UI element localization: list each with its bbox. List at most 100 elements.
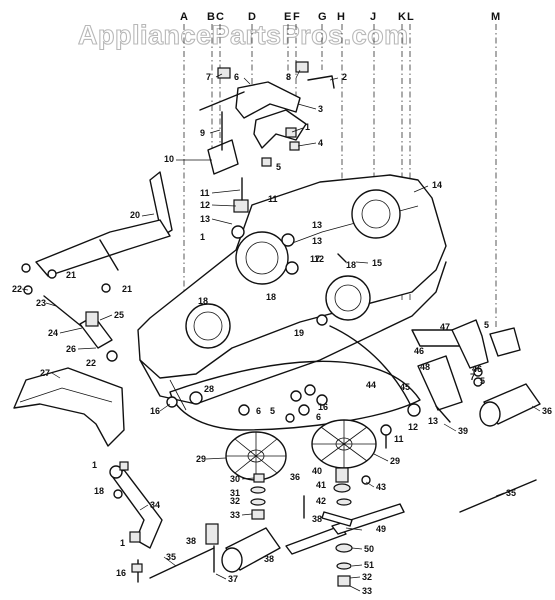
column-letter-b: B (207, 11, 215, 23)
column-letters: A B C D E F G H J K L M (180, 11, 500, 23)
callout-5: 5 (276, 162, 281, 172)
callout-16: 16 (116, 568, 126, 578)
callout-12: 12 (200, 200, 210, 210)
column-letter-j: J (370, 11, 376, 23)
callout-35: 35 (506, 488, 516, 498)
callout-51: 51 (364, 560, 374, 570)
callout-45: 45 (400, 382, 410, 392)
callout-38: 38 (312, 514, 322, 524)
loose-hardware (21, 253, 392, 485)
callout-17: 17 (310, 254, 320, 264)
callout-14: 14 (432, 180, 442, 190)
height-adjust-bracket (199, 61, 335, 213)
callout-29: 29 (390, 456, 400, 466)
callout-9: 9 (200, 128, 205, 138)
callout-22: 22 (86, 358, 96, 368)
spindle-tubes (205, 383, 541, 573)
callout-36: 36 (542, 406, 552, 416)
callout-28: 28 (204, 384, 214, 394)
callout-38: 38 (264, 554, 274, 564)
column-letter-a: A (180, 11, 188, 23)
idler-arm-assembly (329, 319, 521, 423)
callout-26: 26 (66, 344, 76, 354)
callout-23: 23 (36, 298, 46, 308)
callout-2: 2 (342, 72, 347, 82)
callout-39: 39 (458, 426, 468, 436)
left-hanger-brackets (35, 171, 173, 362)
callout-21: 21 (66, 270, 76, 280)
spindle-pulleys (225, 419, 377, 481)
column-letter-c: C (216, 11, 224, 23)
callout-32: 32 (362, 572, 372, 582)
callout-13: 13 (312, 220, 322, 230)
callout-18: 18 (346, 260, 356, 270)
callout-38: 38 (186, 536, 196, 546)
callout-37: 37 (228, 574, 238, 584)
callout-5: 5 (484, 320, 489, 330)
callout-11: 11 (200, 188, 210, 198)
belt-guard (13, 367, 125, 447)
callout-1: 1 (200, 232, 205, 242)
callout-49: 49 (376, 524, 386, 534)
callout-13: 13 (200, 214, 210, 224)
callout-27: 27 (40, 368, 50, 378)
callout-1: 1 (305, 122, 310, 132)
column-letter-e: E (284, 11, 291, 23)
callout-8: 8 (286, 72, 291, 82)
callout-22: 22 (12, 284, 22, 294)
callout-12: 12 (408, 422, 418, 432)
callout-6: 6 (316, 412, 321, 422)
callout-6: 6 (234, 72, 239, 82)
callout-29: 29 (196, 454, 206, 464)
callout-33: 33 (362, 586, 372, 596)
callout-30: 30 (230, 474, 240, 484)
column-letter-k: K (398, 11, 406, 23)
callout-12: 12 (314, 254, 324, 264)
callout-13: 13 (428, 416, 438, 426)
side-link-arm (109, 465, 163, 583)
callout-24: 24 (48, 328, 58, 338)
callout-15: 15 (372, 258, 382, 268)
drive-belt (169, 360, 421, 431)
callout-25: 25 (114, 310, 124, 320)
callout-32: 32 (230, 496, 240, 506)
callout-1: 1 (92, 460, 97, 470)
mower-blades (285, 503, 405, 555)
callout-35: 35 (166, 552, 176, 562)
column-letter-h: H (337, 11, 345, 23)
callout-11: 11 (268, 194, 278, 204)
callout-11: 11 (394, 434, 404, 444)
callout-18: 18 (94, 486, 104, 496)
callout-18: 18 (266, 292, 276, 302)
spindle-hardware (250, 467, 353, 587)
column-letter-m: M (491, 11, 500, 23)
callout-20: 20 (130, 210, 140, 220)
rods (149, 479, 537, 579)
callout-numbers: 1 1 1 1 2 3 4 5 5 5 5 6 6 6 7 7 8 9 10 1… (12, 72, 552, 596)
callout-7: 7 (206, 72, 211, 82)
callout-43: 43 (376, 482, 386, 492)
callout-34: 34 (150, 500, 160, 510)
callout-5: 5 (480, 376, 485, 386)
callout-10: 10 (164, 154, 174, 164)
column-letter-d: D (248, 11, 256, 23)
callout-13: 13 (312, 236, 322, 246)
column-letter-f: F (293, 11, 300, 23)
callout-7: 7 (470, 372, 475, 382)
callout-46: 46 (414, 346, 424, 356)
callout-42: 42 (316, 496, 326, 506)
callout-16: 16 (318, 402, 328, 412)
watermark: AppliancePartsPros.com (78, 20, 409, 50)
callout-41: 41 (316, 480, 326, 490)
callout-21: 21 (122, 284, 132, 294)
callout-31: 31 (230, 488, 240, 498)
callout-36: 36 (290, 472, 300, 482)
callout-18: 18 (198, 296, 208, 306)
callout-19: 19 (294, 328, 304, 338)
callout-48: 48 (420, 362, 430, 372)
callout-47: 47 (440, 322, 450, 332)
callout-1: 1 (120, 538, 125, 548)
callout-4: 4 (318, 138, 323, 148)
callout-40: 40 (312, 466, 322, 476)
